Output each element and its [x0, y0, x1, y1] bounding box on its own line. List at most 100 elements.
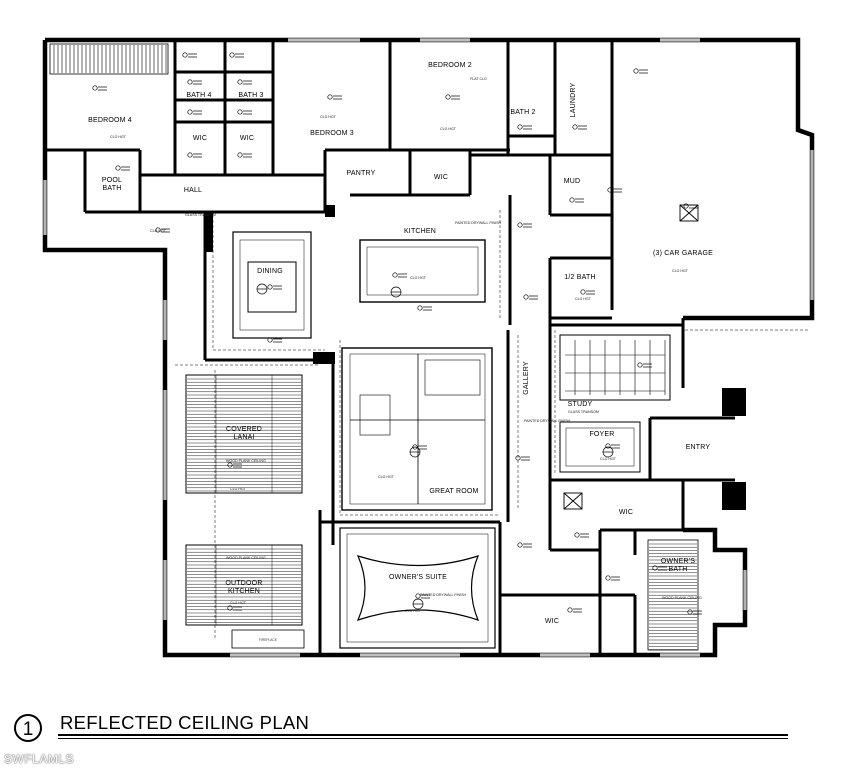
pool-bath-line-1: POOL [102, 177, 122, 184]
bedroom-2-label: BEDROOM 2 [428, 62, 472, 69]
dining-tray-ceiling [232, 231, 312, 339]
recessed-light-icon [115, 165, 121, 171]
note-clg-ht-5: CLG HGT [672, 269, 689, 273]
hall-label: HALL [184, 187, 202, 194]
recessed-light-icon [574, 532, 580, 538]
recessed-light-icon [605, 443, 611, 449]
recessed-light-icon [567, 607, 573, 613]
note-wood-plank-3: WOOD PLANK CEILING [662, 596, 702, 600]
recessed-light-icon [267, 284, 273, 290]
owners-bath-line-1: OWNER'S [661, 558, 695, 565]
owners-suite-ceiling [339, 527, 496, 649]
room-labels: BEDROOM 4 BATH 4 BATH 3 WIC WIC BEDROOM … [88, 62, 713, 625]
ceiling-fixtures [92, 52, 702, 615]
foyer-tray [559, 421, 641, 473]
bath-4-label: BATH 4 [186, 92, 211, 99]
recessed-light-icon [517, 222, 523, 228]
recessed-light-icon [415, 593, 421, 599]
drawing-number-bubble: 1 [14, 714, 42, 742]
note-glass-transom-2: GLASS TRANSOM [568, 410, 599, 414]
note-glass-transom: GLASS TRANSOM [185, 213, 216, 217]
recessed-light-icon [445, 94, 451, 100]
note-clg-ht-3: CLG HGT [378, 475, 395, 479]
owners-bath-line-2: BATH [669, 566, 688, 573]
recessed-light-icon [605, 575, 611, 581]
wic-b-label: WIC [240, 135, 254, 142]
recessed-light-icon [515, 455, 521, 461]
watermark: SWFLAMLS [4, 752, 75, 766]
title-underline-thin [58, 738, 788, 739]
recessed-light-icon [187, 109, 193, 115]
study-coffered-grid [559, 334, 671, 401]
recessed-light-icon [392, 272, 398, 278]
kitchen-tray-ceiling [359, 239, 486, 303]
recessed-light-icon [652, 565, 658, 571]
recessed-light-icon [637, 362, 643, 368]
recessed-light-icon [155, 227, 161, 233]
note-clg-ht-4: CLG HGT [410, 276, 427, 280]
kitchen-label: KITCHEN [404, 228, 436, 235]
wall-blocks [205, 205, 746, 510]
note-painted-drywall-3: PAINTED DRYWALL FINISH [420, 593, 467, 597]
recessed-light-icon [229, 52, 235, 58]
note-clg-ht-8: CLG HGT [320, 115, 337, 119]
half-bath-label: 1/2 BATH [564, 274, 595, 281]
wood-plank-bedroom-4 [49, 43, 169, 75]
note-clg-ht-1: CLG HGT [230, 487, 247, 491]
recessed-light-icon [607, 187, 613, 193]
wic-e-label: WIC [545, 618, 559, 625]
covered-lanai-line-2: LANAI [233, 434, 254, 441]
note-clg-ht-9: CLG HGT [575, 297, 592, 301]
study-label: STUDY [568, 401, 593, 408]
recessed-light-icon [572, 124, 578, 130]
bedroom-4-label: BEDROOM 4 [88, 117, 132, 124]
covered-lanai-planks [185, 374, 303, 626]
drawing-title-block: 1 REFLECTED CEILING PLAN [14, 712, 788, 746]
foyer-label: FOYER [589, 431, 614, 438]
great-room-label: GREAT ROOM [429, 488, 478, 495]
recessed-light-icon [327, 94, 333, 100]
garage-label: (3) CAR GARAGE [653, 250, 713, 257]
great-room-coffered-ceiling [341, 347, 493, 511]
recessed-light-icon [687, 609, 693, 615]
recessed-light-icon [237, 79, 243, 85]
bath-3-label: BATH 3 [238, 92, 263, 99]
owners-suite-label: OWNER'S SUITE [389, 574, 447, 581]
laundry-label: LAUNDRY [570, 83, 577, 118]
windows [43, 38, 814, 657]
soffit-lines [175, 210, 810, 640]
note-clg-ht-6: CLG HGT [110, 135, 127, 139]
recessed-light-icon [569, 197, 575, 203]
recessed-light-icon [517, 542, 523, 548]
recessed-light-icon [683, 203, 689, 209]
note-painted-drywall-2: PAINTED DRYWALL FINISH [524, 419, 571, 423]
note-clg-ht-12: CLG HGT [600, 457, 617, 461]
note-flat-clg: FLAT CLG [470, 77, 487, 81]
pantry-label: PANTRY [347, 170, 376, 177]
recessed-light-icon [237, 152, 243, 158]
title-underline [58, 734, 788, 736]
note-clg-ht-7: CLG HGT [440, 127, 457, 131]
pool-bath-line-2: BATH [103, 185, 122, 192]
recessed-light-icon [92, 85, 98, 91]
recessed-light-icon [517, 124, 523, 130]
recessed-light-icon [227, 462, 233, 468]
recessed-light-icon [417, 305, 423, 311]
recessed-light-icon [633, 68, 639, 74]
note-wood-plank-2: WOOD PLANK CEILING [226, 556, 266, 560]
note-clg-ht-10: CLG HGT [405, 609, 422, 613]
dining-label: DINING [257, 268, 283, 275]
recessed-light-icon [187, 152, 193, 158]
fireplace-label: FIREPLACE [259, 638, 277, 642]
covered-lanai-line-1: COVERED [226, 426, 262, 433]
outdoor-kitchen-line-2: KITCHEN [228, 588, 260, 595]
recessed-light-icon [580, 289, 586, 295]
recessed-light-icon [412, 444, 418, 450]
window-lines [43, 38, 814, 657]
note-clg-ht-11: CLG HGT [150, 229, 167, 233]
note-wood-plank: WOOD PLANK CEILING [226, 459, 266, 463]
